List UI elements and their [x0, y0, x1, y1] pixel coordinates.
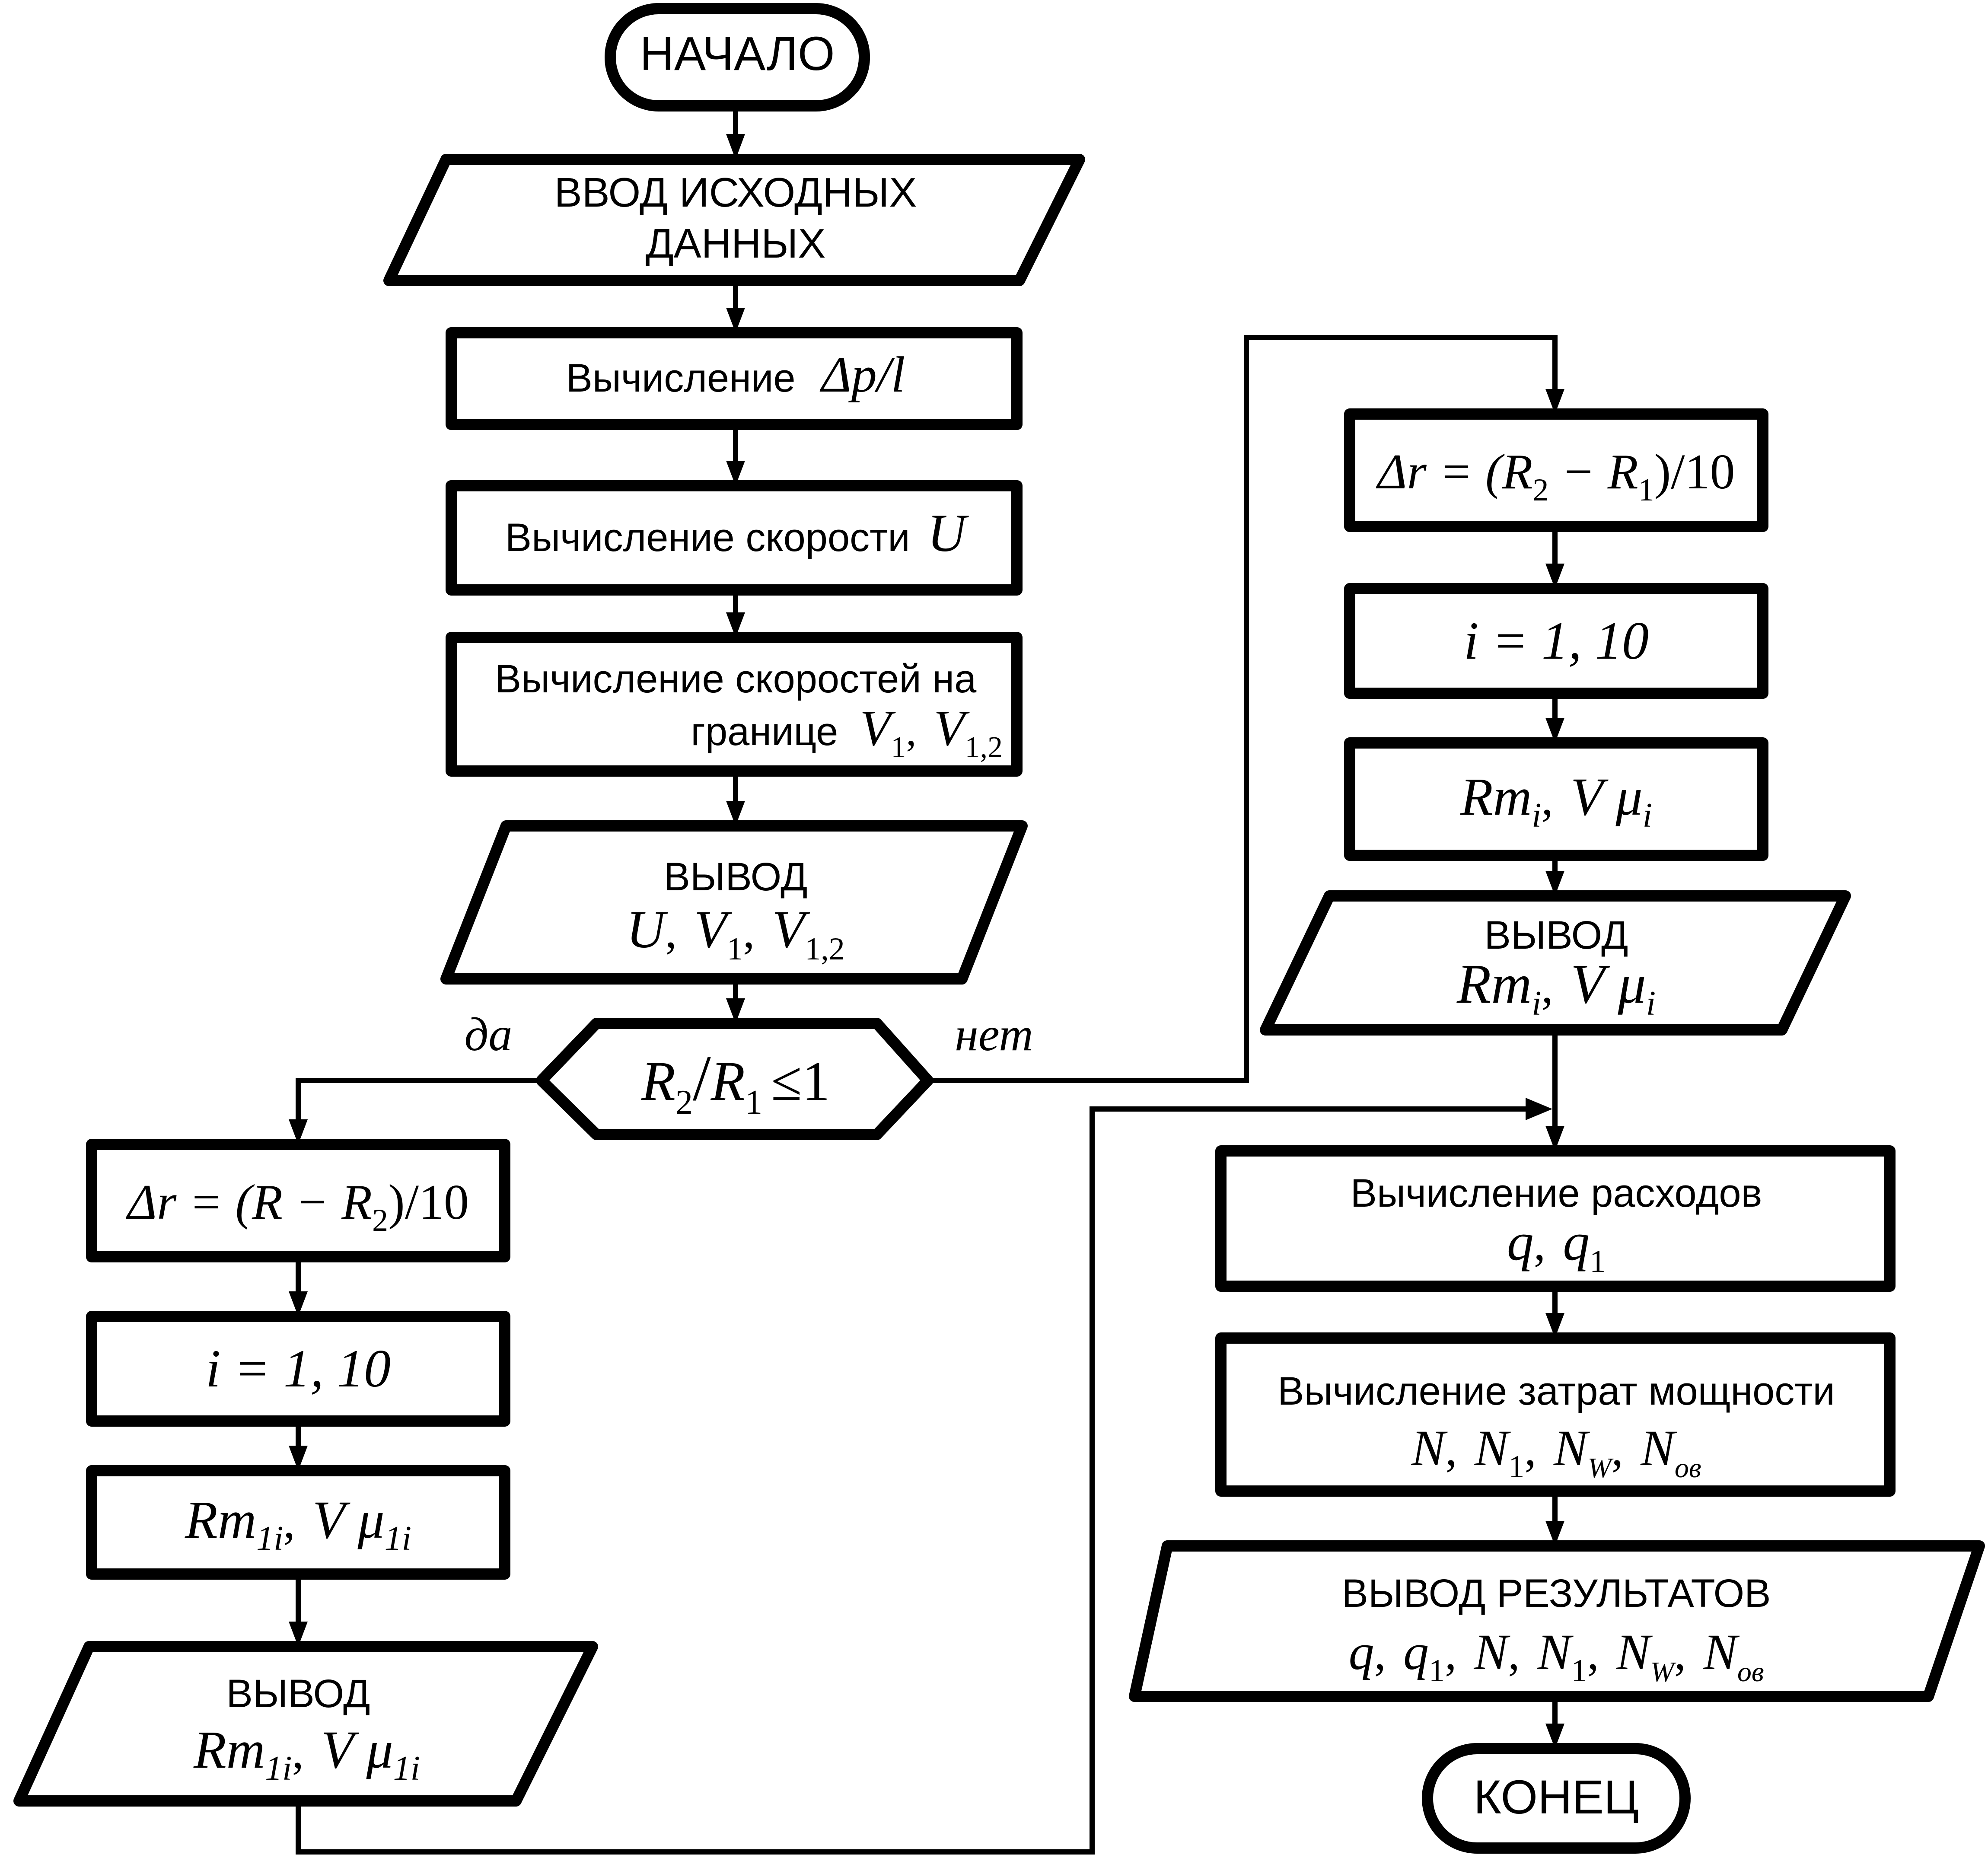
left-loop-block: i = 1, 10 — [86, 1311, 510, 1427]
arrow-down-icon — [1545, 1521, 1564, 1546]
no-label: нет — [955, 1008, 1033, 1061]
arrow-down-icon — [289, 1119, 308, 1144]
power-values: N,N1,NW,Nов — [1411, 1420, 1701, 1485]
arrow-down-icon — [289, 1446, 308, 1471]
arrow-down-icon — [289, 1291, 308, 1316]
left-output-values: Rm1i,V μ1i — [193, 1720, 420, 1788]
calc-v-line-1: Вычисление скоростей на — [495, 657, 977, 701]
right-calc-block: Rmi,V μi — [1344, 737, 1768, 861]
arrow-right-icon — [1526, 1098, 1552, 1120]
output-results-block: ВЫВОД РЕЗУЛЬТАТОВ q,q1,N,N1,NW,Nов — [1129, 1540, 1985, 1702]
arrow-down-icon — [1545, 871, 1564, 896]
output-velocities-block: ВЫВОД U,V1,V1,2 — [440, 820, 1028, 985]
right-output-title: ВЫВОД — [1485, 913, 1628, 957]
right-calc-text: Rmi,V μi — [1460, 767, 1652, 835]
arrow-down-icon — [726, 612, 745, 637]
arrow-down-icon — [1545, 1724, 1564, 1749]
start-terminator: НАЧАЛО — [605, 3, 870, 112]
merge-connector — [296, 1106, 1526, 1855]
left-calc-block: Rm1i,V μ1i — [86, 1465, 510, 1580]
flow-rates-values: q,q1 — [1507, 1212, 1606, 1279]
left-loop-text: i = 1, 10 — [206, 1339, 391, 1398]
calc-flow-rates-block: Вычисление расходов q,q1 — [1215, 1145, 1896, 1292]
start-label: НАЧАЛО — [640, 27, 835, 80]
end-terminator: КОНЕЦ — [1422, 1743, 1691, 1854]
arrow-down-icon — [289, 1622, 308, 1647]
flow-rates-title: Вычисление расходов — [1351, 1171, 1762, 1215]
yes-label: да — [465, 1008, 513, 1061]
end-label: КОНЕЦ — [1474, 1771, 1639, 1824]
arrow-down-icon — [726, 308, 745, 333]
arrow-down-icon — [1545, 1126, 1564, 1151]
right-loop-text: i = 1, 10 — [1464, 611, 1649, 670]
calc-power-block: Вычисление затрат мощности N,N1,NW,Nов — [1215, 1332, 1896, 1497]
left-dr-formula: Δr = (R − R2)/10 — [126, 1175, 469, 1238]
decision-condition: R2/R1≤1 — [641, 1042, 830, 1122]
right-dr-block: Δr = (R2 − R1)/10 — [1344, 408, 1768, 532]
right-dr-formula: Δr = (R2 − R1)/10 — [1376, 444, 1735, 508]
left-output-block: ВЫВОД Rm1i,V μ1i — [13, 1641, 598, 1807]
right-output-block: ВЫВОД Rmi,V μi — [1260, 890, 1851, 1036]
arrow-down-icon — [726, 461, 745, 486]
arrow-down-icon — [1545, 1313, 1564, 1338]
right-output-values: Rmi,V μi — [1456, 953, 1656, 1023]
right-loop-block: i = 1, 10 — [1344, 583, 1768, 699]
arrow-down-icon — [1545, 389, 1564, 414]
input-line-2: ДАННЫХ — [646, 220, 826, 267]
left-calc-text: Rm1i,V μ1i — [185, 1490, 411, 1558]
yes-connector — [296, 1078, 542, 1119]
power-title: Вычисление затрат мощности — [1278, 1369, 1835, 1413]
input-data-block: ВВОД ИСХОДНЫХ ДАННЫХ — [383, 154, 1085, 286]
arrow-down-icon — [1545, 564, 1564, 589]
results-values: q,q1,N,N1,NW,Nов — [1348, 1624, 1764, 1689]
decision-block: R2/R1≤1 — [536, 1018, 933, 1140]
input-line-1: ВВОД ИСХОДНЫХ — [554, 169, 917, 216]
output-title: ВЫВОД — [664, 855, 808, 899]
arrow-down-icon — [726, 801, 745, 826]
arrow-down-icon — [1545, 718, 1564, 743]
output-values: U,V1,V1,2 — [626, 900, 845, 967]
results-title: ВЫВОД РЕЗУЛЬТАТОВ — [1342, 1571, 1771, 1616]
left-output-title: ВЫВОД — [226, 1672, 370, 1716]
no-connector — [928, 335, 1558, 1083]
arrow-down-icon — [726, 998, 745, 1023]
arrow-down-icon — [726, 134, 745, 159]
left-dr-block: Δr = (R − R2)/10 — [86, 1139, 510, 1262]
